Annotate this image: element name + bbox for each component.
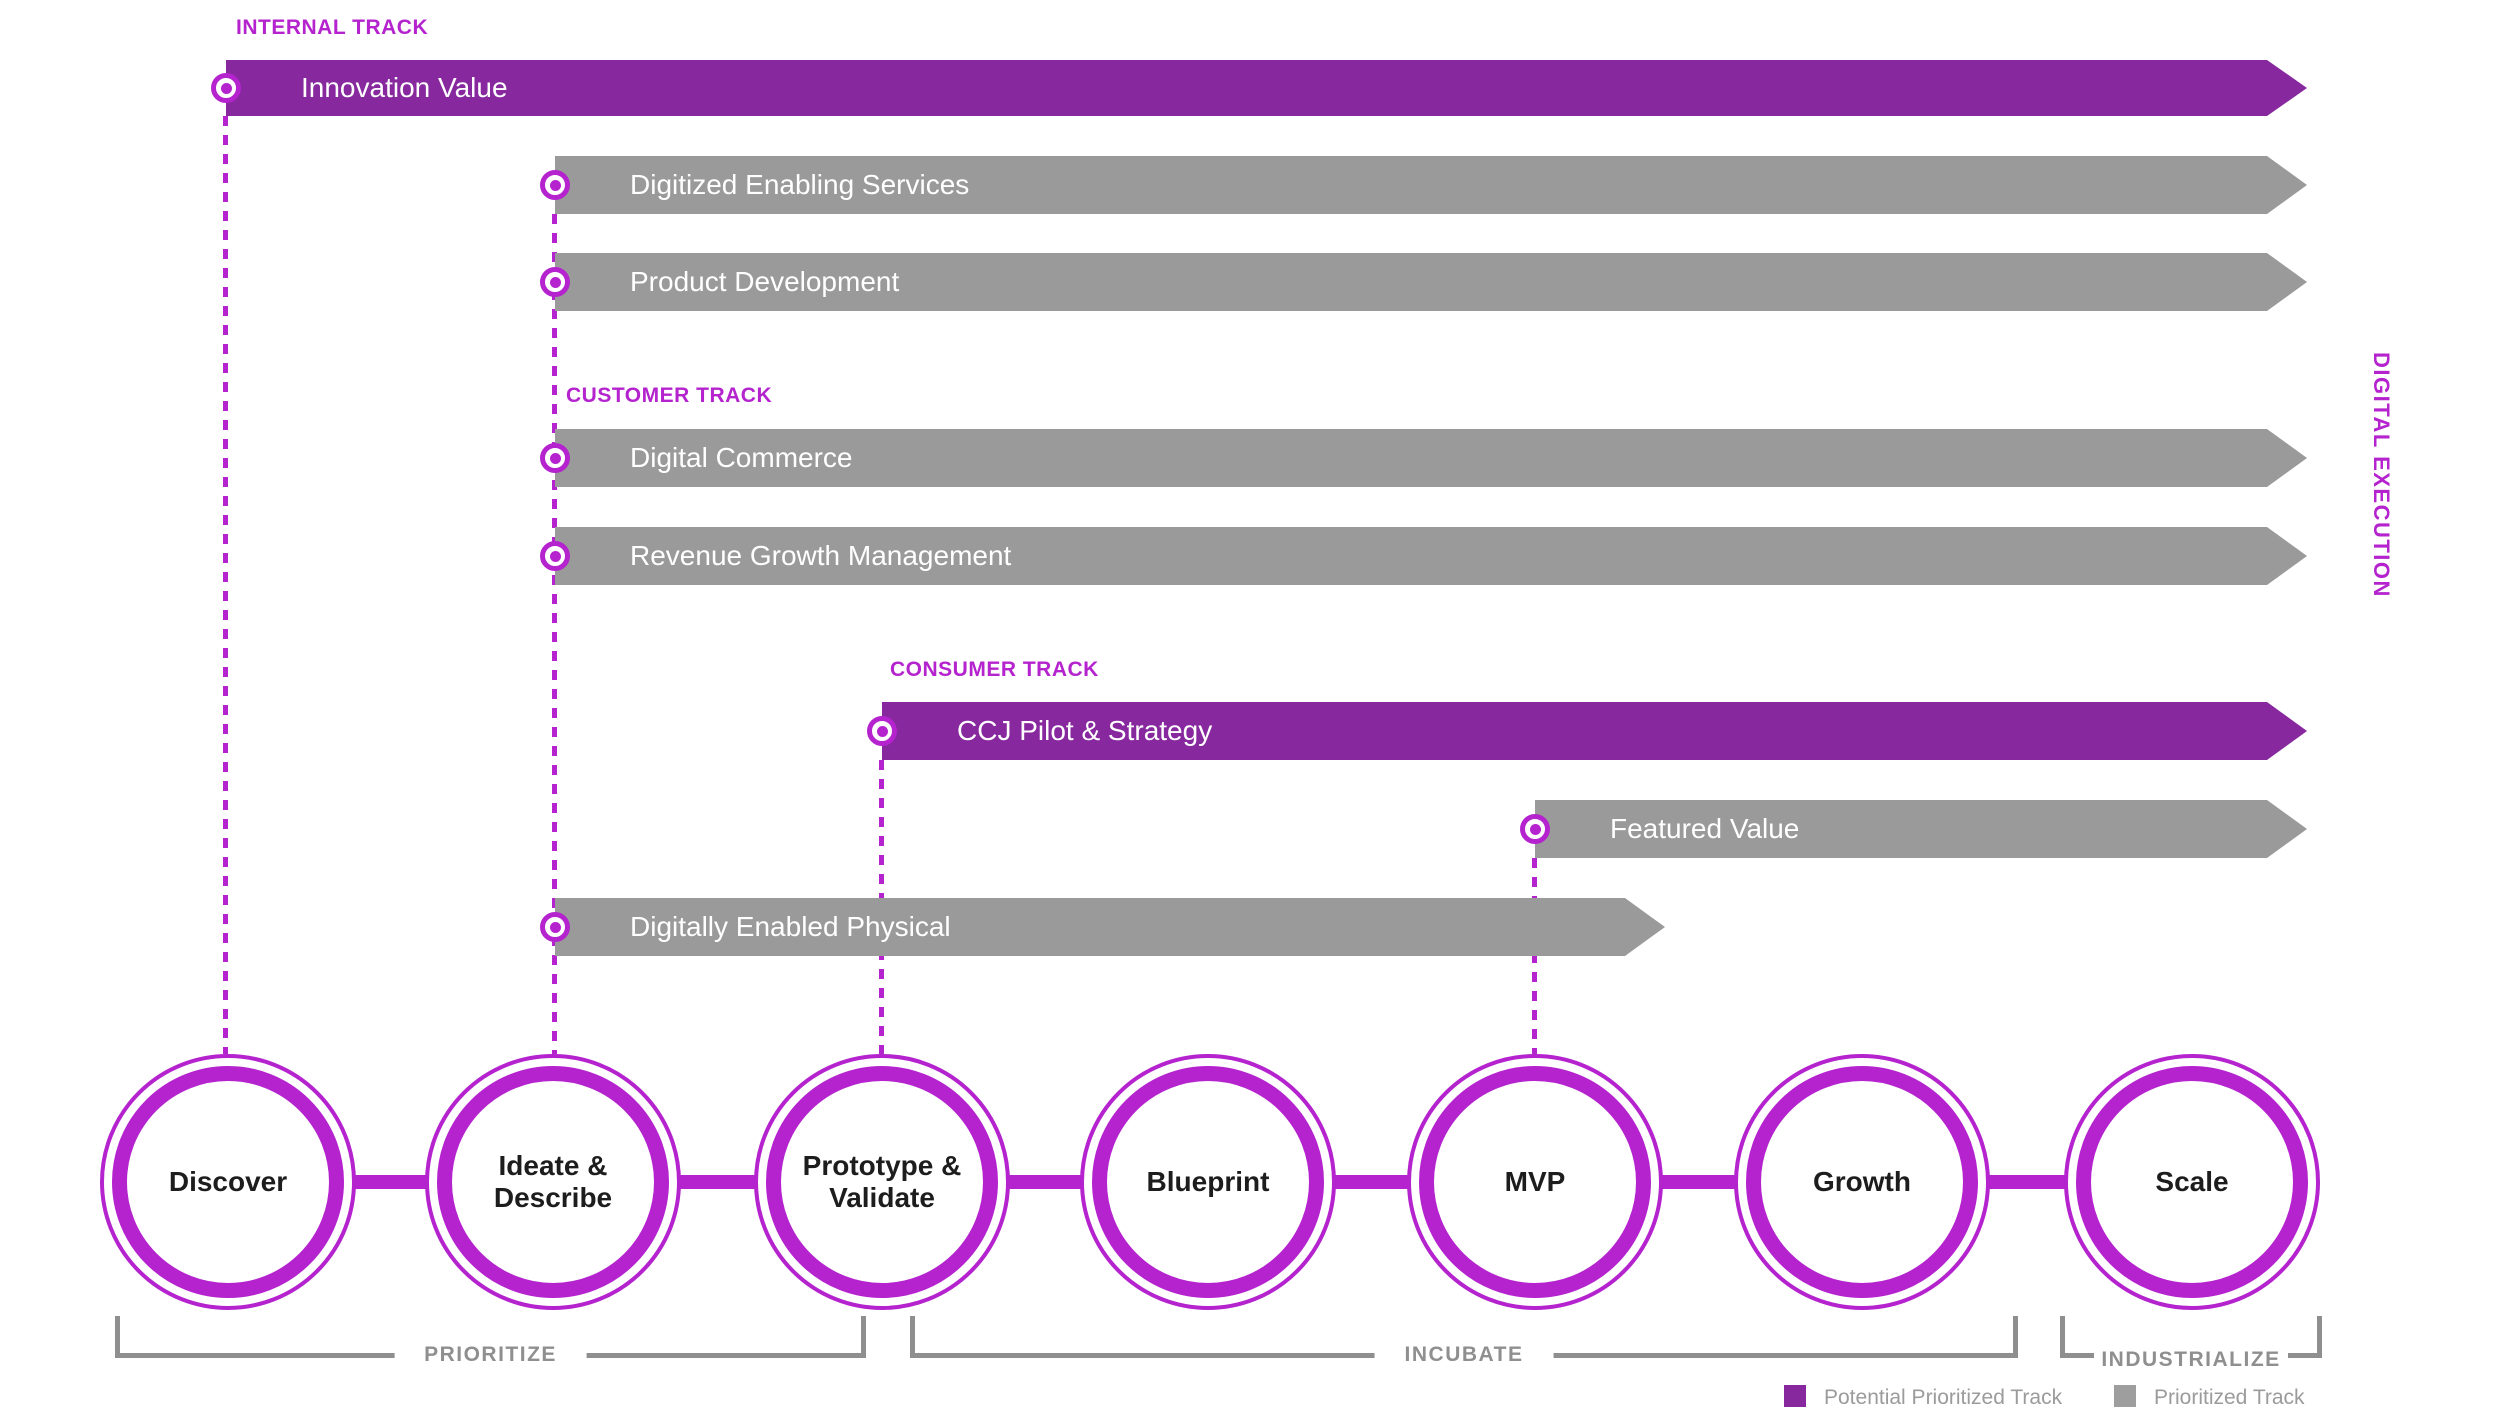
bar-product-development: Product Development (555, 253, 2307, 311)
legend-swatch-prioritized (2114, 1385, 2136, 1407)
milestone-blueprint: Blueprint (1080, 1054, 1336, 1310)
legend-label-potential-prioritized: Potential Prioritized Track (1824, 1386, 2063, 1409)
milestone-label: Ideate & Describe (493, 1149, 613, 1213)
bar-label: Digitized Enabling Services (630, 169, 970, 200)
bar-label: Innovation Value (301, 72, 508, 103)
milestone-inner-ring: Scale (2076, 1066, 2308, 1298)
digital-execution-label: DIGITAL EXECUTION (2369, 352, 2394, 598)
bar-digitized-enabling-services: Digitized Enabling Services (555, 156, 2307, 214)
milestone-inner-ring: MVP (1419, 1066, 1651, 1298)
milestone-ideate-describe: Ideate & Describe (425, 1054, 681, 1310)
bar-start-marker-icon (540, 443, 570, 473)
bar-digitally-enabled-physical: Digitally Enabled Physical (555, 898, 1665, 956)
guide-dashline-mvp (1532, 858, 1537, 1054)
bar-start-marker-icon (540, 912, 570, 942)
bar-start-marker-icon (211, 73, 241, 103)
milestone-mvp: MVP (1407, 1054, 1663, 1310)
bar-start-marker-icon (540, 170, 570, 200)
guide-dashline-ideate (552, 214, 557, 1054)
bar-revenue-growth-management: Revenue Growth Management (555, 527, 2307, 585)
milestone-label: Discover (168, 1165, 288, 1197)
phase-bracket-prioritize: PRIORITIZE (115, 1316, 866, 1367)
consumer-track-label: CONSUMER TRACK (890, 658, 1099, 681)
milestone-label: Blueprint (1146, 1165, 1270, 1197)
milestone-label: Growth (1813, 1165, 1911, 1197)
bracket-corner-icon (2060, 1316, 2094, 1358)
milestone-growth: Growth (1734, 1054, 1990, 1310)
internal-track-label: INTERNAL TRACK (236, 16, 429, 39)
bar-start-marker-icon (540, 267, 570, 297)
milestone-label: Scale (2155, 1165, 2229, 1197)
bar-start-marker-icon (867, 716, 897, 746)
bar-label: Digital Commerce (630, 442, 853, 473)
bar-featured-value: Featured Value (1535, 800, 2307, 858)
bar-innovation-value: Innovation Value (226, 60, 2307, 116)
legend-swatch-potential-prioritized (1784, 1385, 1806, 1407)
phase-label: PRIORITIZE (394, 1343, 587, 1367)
phase-label: INDUSTRIALIZE (2101, 1348, 2281, 1372)
milestone-inner-ring: Blueprint (1092, 1066, 1324, 1298)
guide-dashline-discover (223, 116, 228, 1054)
bar-label: CCJ Pilot & Strategy (957, 715, 1213, 746)
bar-label: Digitally Enabled Physical (630, 911, 951, 942)
milestone-prototype-validate: Prototype & Validate (754, 1054, 1010, 1310)
bar-label: Product Development (630, 266, 900, 297)
bar-label: Revenue Growth Management (630, 540, 1012, 571)
bracket-corner-icon (2288, 1316, 2322, 1358)
milestone-inner-ring: Discover (112, 1066, 344, 1298)
milestone-label: MVP (1504, 1165, 1566, 1197)
phase-label: INCUBATE (1374, 1343, 1554, 1367)
phase-bracket-industrialize: INDUSTRIALIZE (2060, 1316, 2322, 1372)
bar-ccj-pilot-strategy: CCJ Pilot & Strategy (882, 702, 2307, 760)
milestone-inner-ring: Growth (1746, 1066, 1978, 1298)
milestone-label: Prototype & Validate (802, 1149, 962, 1213)
milestone-scale: Scale (2064, 1054, 2320, 1310)
bar-label: Featured Value (1610, 813, 1800, 844)
bar-start-marker-icon (540, 541, 570, 571)
phase-bracket-incubate: INCUBATE (910, 1316, 2018, 1367)
milestone-inner-ring: Prototype & Validate (766, 1066, 998, 1298)
milestone-discover: Discover (100, 1054, 356, 1310)
legend-label-prioritized: Prioritized Track (2154, 1386, 2305, 1409)
milestone-inner-ring: Ideate & Describe (437, 1066, 669, 1298)
bar-start-marker-icon (1520, 814, 1550, 844)
bar-digital-commerce: Digital Commerce (555, 429, 2307, 487)
customer-track-label: CUSTOMER TRACK (566, 384, 773, 407)
